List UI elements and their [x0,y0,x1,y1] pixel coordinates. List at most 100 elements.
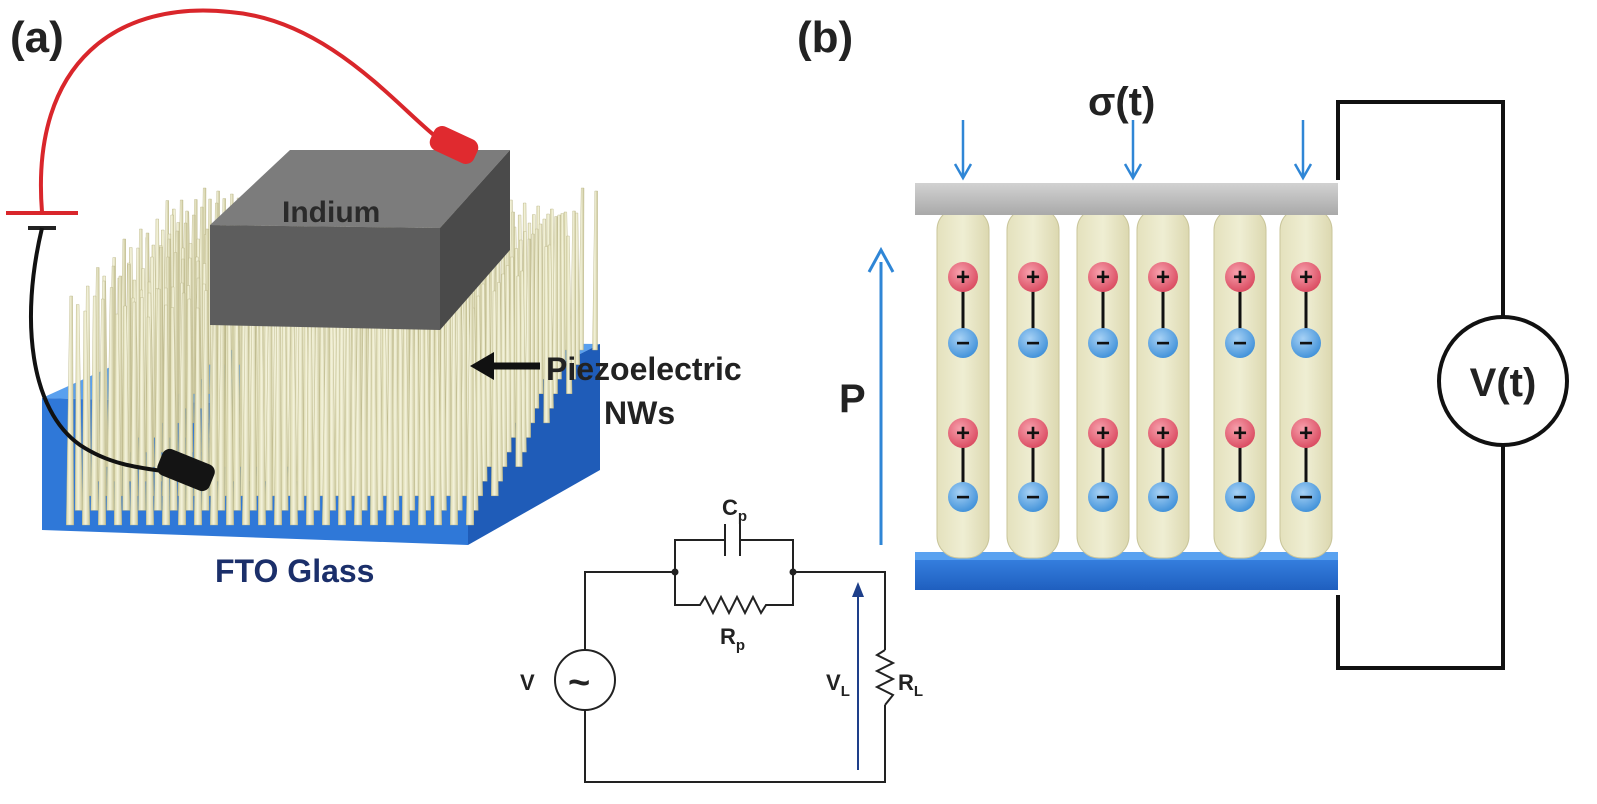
plus-charge [1225,262,1255,292]
source-label: V [520,670,535,695]
junction-right [789,568,797,576]
bottom-plate-highlight [915,552,1338,560]
stress-label: σ(t) [1088,80,1155,124]
plus-charge-sign: + [1156,420,1170,447]
nanowire [566,235,573,394]
minus-charge [948,328,978,358]
nanowire [98,298,106,526]
panel-b: (b) σ(t) P +−+−+−+−+−+−+−+−+−+−+−+− V(t) [797,13,1569,670]
minus-charge [1225,482,1255,512]
nanowire-columns: +−+−+−+−+−+−+−+−+−+−+−+− [936,207,1333,559]
plus-charge [1291,262,1321,292]
minus-charge [1018,482,1048,512]
minus-charge-sign: − [956,484,970,511]
minus-charge [948,482,978,512]
equivalent-circuit [554,524,896,783]
circuit-wire-right-top [793,571,886,650]
minus-charge [1088,328,1118,358]
circuit-wire-bottom [584,705,886,783]
indium-electrode [210,150,510,330]
rl-resistor [874,649,896,706]
plus-charge-sign: + [1026,420,1040,447]
nanowire [480,283,488,482]
panel-b-label: (b) [797,13,853,62]
minus-charge-sign: − [1096,484,1110,511]
nanowire [130,301,138,526]
plus-charge [1088,262,1118,292]
cp-label: Cp [722,495,747,525]
nanowire-pointer-arrow [470,352,540,380]
nanowire [509,256,516,438]
rl-label: RL [898,670,923,700]
plus-charge-sign: + [1096,264,1110,291]
plus-charge [1291,418,1321,448]
minus-charge-sign: − [1299,484,1313,511]
nanowire [122,305,131,511]
plus-charge-sign: + [956,264,970,291]
stress-arrow-3-head [1293,163,1313,181]
plus-charge [1018,418,1048,448]
minus-charge [1088,482,1118,512]
plus-charge-sign: + [1233,420,1247,447]
polarization-label: P [839,377,866,421]
plus-charge-sign: + [1233,264,1247,291]
nanowire [90,295,99,511]
vl-label: VL [826,670,850,700]
minus-charge-sign: − [1233,330,1247,357]
plus-charge-sign: + [1096,420,1110,447]
nanowire [466,292,474,526]
circuit-wire-left-top [584,571,675,650]
nanowire [578,187,585,351]
nanowire [515,275,523,467]
plus-charge [948,418,978,448]
minus-charge [1148,328,1178,358]
nanowires-label-line2: NWs [604,395,675,431]
plus-charge [1148,418,1178,448]
nanowire [114,313,122,526]
plus-charge-sign: + [1156,264,1170,291]
minus-charge-sign: − [1156,484,1170,511]
nanowire [154,288,162,511]
nanowire [543,246,550,424]
stress-arrow-2-head [1123,163,1143,181]
nanowire [138,297,146,511]
cp-wire-left [674,539,725,572]
black-lead-wire [28,227,171,474]
indium-label: Indium [282,196,380,229]
plus-charge [1148,262,1178,292]
minus-charge-sign: − [1026,330,1040,357]
minus-charge-sign: − [1096,330,1110,357]
plus-charge-sign: + [956,420,970,447]
plus-charge-sign: + [1299,420,1313,447]
panel-a: (a) Indium Piezoelectric [6,8,742,589]
source-tilde: ~ [568,662,590,704]
nanowire [592,190,598,351]
fto-glass-label: FTO Glass [215,553,374,589]
voltage-label: V(t) [1470,361,1537,405]
minus-charge-sign: − [1299,330,1313,357]
minus-charge [1291,482,1321,512]
nanowire [146,316,154,526]
black-contact [157,448,215,492]
nanowires-label-line1: Piezoelectric [546,351,742,387]
plus-charge [948,262,978,292]
top-electrode-plate [915,183,1338,215]
minus-charge [1148,482,1178,512]
nanowire [551,216,558,394]
vl-arrow [852,582,864,770]
nanowire [82,310,90,526]
minus-charge-sign: − [1233,484,1247,511]
minus-charge [1018,328,1048,358]
polarization-arrow [867,246,895,545]
minus-charge [1291,328,1321,358]
plus-charge-sign: + [1299,264,1313,291]
minus-charge-sign: − [956,330,970,357]
panel-a-label: (a) [10,13,64,62]
nanowire [570,210,577,380]
nanowire [66,295,74,526]
stress-arrow-1-head [953,163,973,181]
nanowire [201,290,210,511]
nanowire [504,265,512,453]
red-contact [429,126,479,164]
